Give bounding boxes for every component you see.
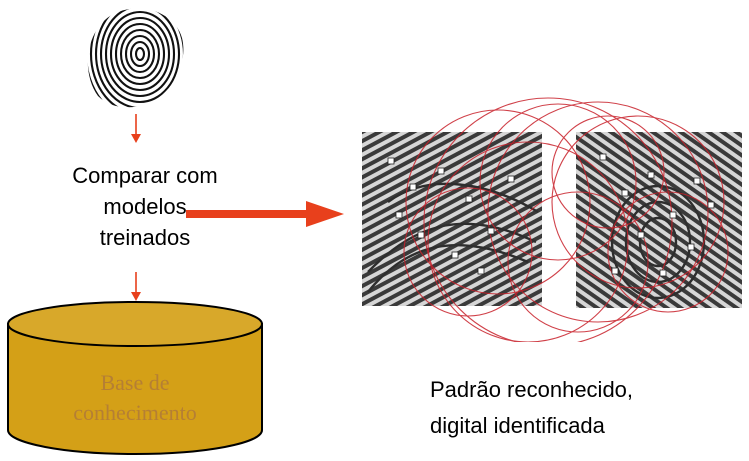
compare-line-2: modelos bbox=[103, 194, 187, 219]
compare-line-1: Comparar com bbox=[72, 163, 218, 188]
result-line-2: digital identificada bbox=[430, 413, 605, 438]
result-label: Padrão reconhecido, digital identificada bbox=[430, 372, 730, 444]
arrow-down-icon bbox=[131, 114, 141, 143]
database-label-line-2: conhecimento bbox=[73, 400, 197, 425]
compare-line-3: treinados bbox=[99, 225, 191, 250]
compare-step-label: Comparar com modelos treinados bbox=[40, 160, 250, 253]
fingerprint-icon bbox=[87, 8, 184, 108]
arrow-down-icon bbox=[131, 272, 141, 301]
result-line-1: Padrão reconhecido, bbox=[430, 377, 634, 402]
arrow-right-icon bbox=[186, 201, 344, 227]
database-label-line-1: Base de bbox=[100, 370, 170, 395]
fingerprint-match-image bbox=[362, 97, 742, 342]
database-label: Base de conhecimento bbox=[6, 368, 264, 428]
database-cylinder-icon bbox=[7, 301, 263, 455]
